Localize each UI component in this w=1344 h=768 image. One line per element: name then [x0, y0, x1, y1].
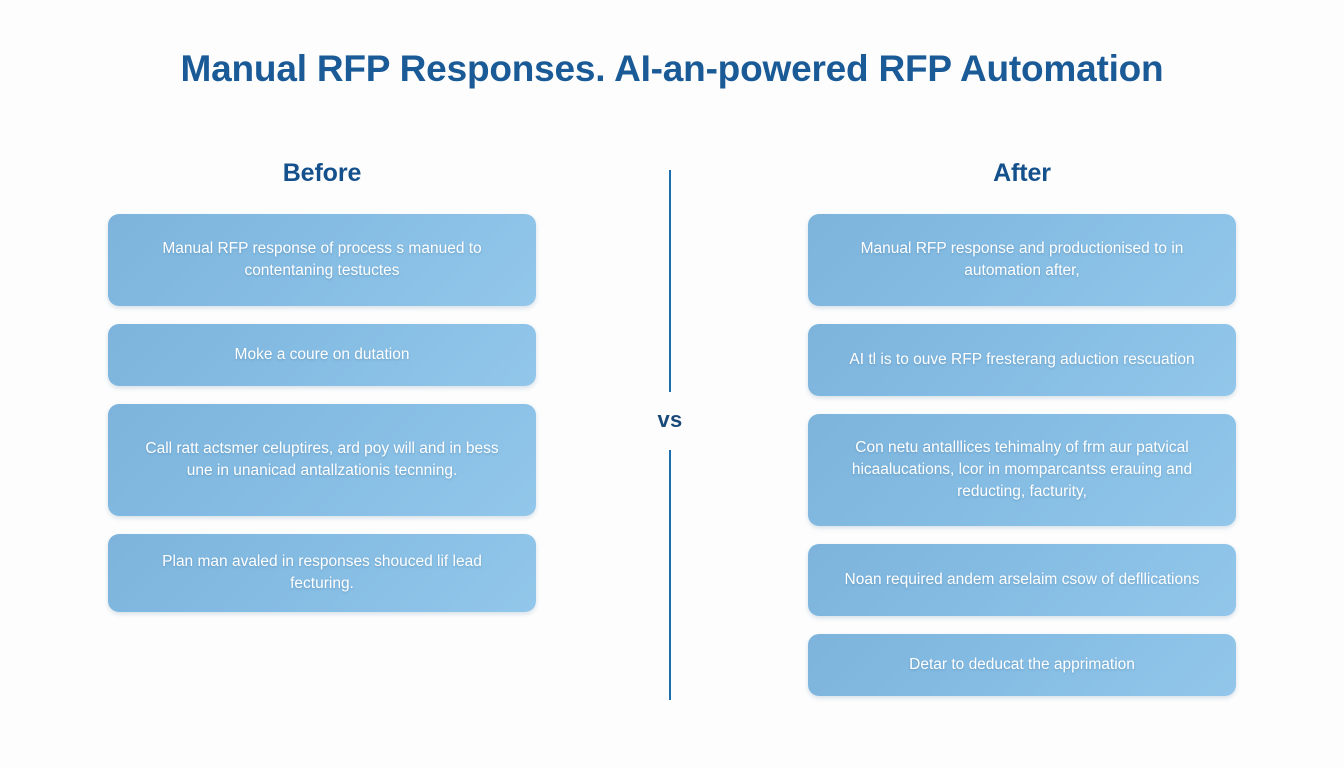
before-card-3-text: Call ratt actsmer celuptires, ard poy wi… — [145, 439, 499, 479]
after-column: After Manual RFP response and production… — [808, 159, 1236, 714]
before-card-1: Manual RFP response of process s manued … — [108, 213, 536, 306]
after-card-4-text: Noan required andem arselaim csow of def… — [844, 570, 1200, 588]
after-card-1: Manual RFP response and productionised t… — [808, 213, 1236, 306]
before-card-2-text: Moke a coure on dutation — [234, 345, 410, 363]
before-card-4: Plan man avaled in responses shouced lif… — [108, 533, 536, 612]
comparison-columns: Before Manual RFP response of process s … — [0, 159, 1344, 720]
page-title: Manual RFP Responses. AI-an-powered RFP … — [180, 48, 1164, 89]
after-card-1-text: Manual RFP response and productionised t… — [860, 239, 1184, 279]
divider-line-top — [669, 170, 671, 392]
versus-label: vs — [637, 402, 703, 438]
after-card-2: AI tl is to ouve RFP fresterang aduction… — [808, 323, 1236, 396]
before-heading: Before — [282, 159, 362, 187]
center-divider: vs — [637, 170, 703, 700]
after-card-5-text: Detar to deducat the apprimation — [909, 655, 1135, 673]
before-card-1-text: Manual RFP response of process s manued … — [162, 239, 482, 279]
after-card-5: Detar to deducat the apprimation — [808, 633, 1236, 696]
divider-line-bottom — [669, 450, 671, 700]
after-card-3-text: Con netu antalllices tehimalny of frm au… — [851, 438, 1193, 500]
after-card-2-text: AI tl is to ouve RFP fresterang aduction… — [849, 350, 1195, 368]
before-card-3: Call ratt actsmer celuptires, ard poy wi… — [108, 403, 536, 516]
after-heading: After — [993, 159, 1051, 187]
after-card-3: Con netu antalllices tehimalny of frm au… — [808, 413, 1236, 526]
before-column: Before Manual RFP response of process s … — [108, 159, 536, 630]
before-card-2: Moke a coure on dutation — [108, 323, 536, 386]
before-card-4-text: Plan man avaled in responses shouced lif… — [162, 552, 482, 592]
after-card-4: Noan required andem arselaim csow of def… — [808, 543, 1236, 616]
